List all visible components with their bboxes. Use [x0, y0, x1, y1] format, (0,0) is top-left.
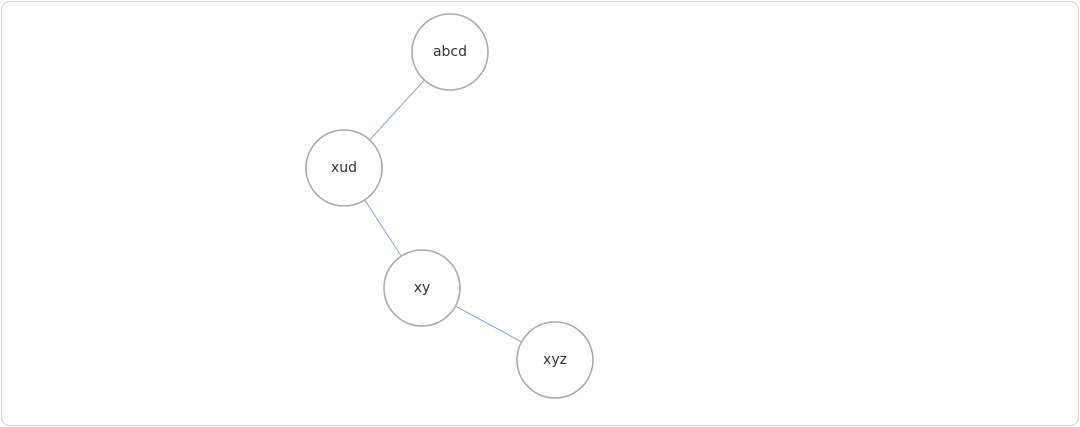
node-xud-circle: [305, 129, 383, 207]
node-abcd-circle: [411, 13, 489, 91]
node-abcd-label: abcd: [433, 44, 467, 60]
node-xyz[interactable]: xyz: [516, 321, 594, 399]
node-xyz-circle: [516, 321, 594, 399]
edges-layer: [364, 79, 522, 343]
node-xy-label: xy: [414, 280, 431, 296]
edge-xud-xy: [364, 199, 402, 257]
edge-xy-xyz: [455, 305, 522, 343]
node-xud-label: xud: [331, 160, 357, 176]
node-xy-circle: [383, 249, 461, 327]
nodes-layer: abcd xud xy xyz: [305, 13, 594, 399]
node-xud[interactable]: xud: [305, 129, 383, 207]
node-abcd[interactable]: abcd: [411, 13, 489, 91]
edge-abcd-xud: [369, 79, 425, 141]
node-xyz-label: xyz: [543, 352, 567, 368]
node-xy[interactable]: xy: [383, 249, 461, 327]
